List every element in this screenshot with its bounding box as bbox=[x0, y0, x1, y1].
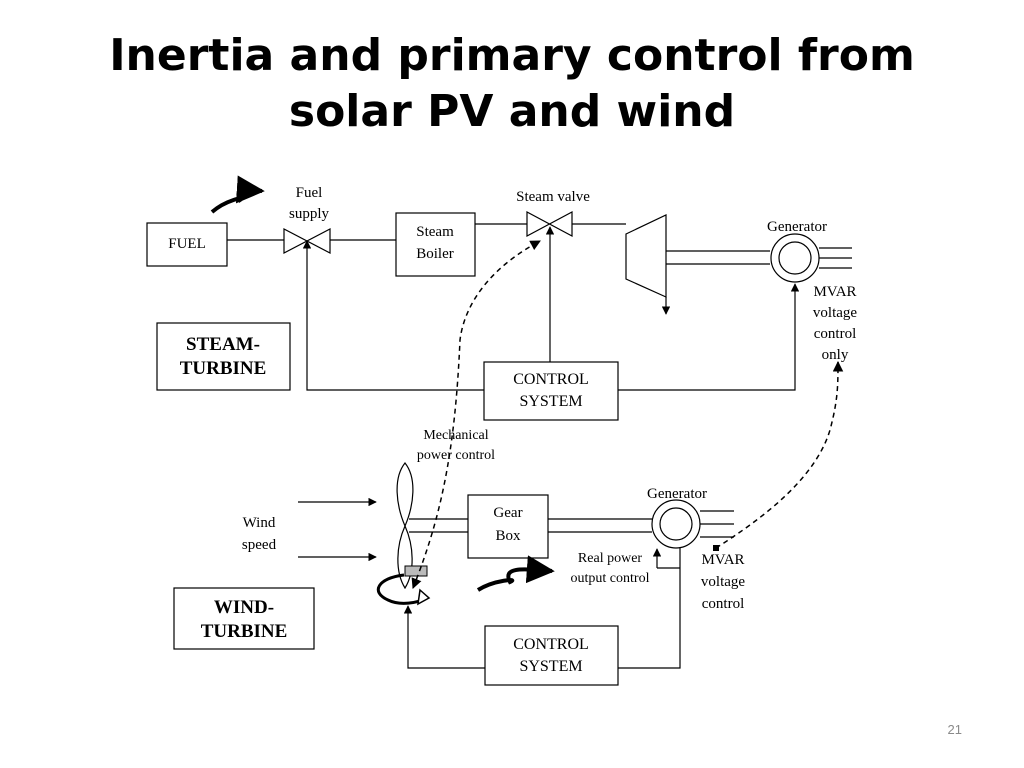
hub-block bbox=[404, 565, 428, 577]
steam-turbine-label-2: TURBINE bbox=[180, 358, 267, 379]
gear-box-label-1: Gear bbox=[493, 505, 522, 521]
steam-mvar-label-2: voltage bbox=[813, 305, 857, 321]
steam-turbine-section: FUEL Fuel supply Steam Boiler Steam valv… bbox=[146, 175, 857, 421]
real-power-label-1: Real power bbox=[578, 551, 642, 566]
steam-generator-label: Generator bbox=[767, 219, 827, 235]
mechanical-power-link bbox=[411, 240, 541, 589]
wind-control-to-rotor-line bbox=[403, 605, 485, 669]
steam-generator-inner bbox=[778, 241, 812, 275]
wind-generator-inner bbox=[659, 507, 693, 541]
wind-control-system-box bbox=[484, 625, 619, 686]
wind-mvar-label-1: MVAR bbox=[701, 552, 744, 568]
mechanical-label-1: Mechanical bbox=[423, 428, 488, 443]
rotation-arrow-icon bbox=[376, 573, 427, 605]
fuel-box-label: FUEL bbox=[168, 236, 206, 252]
steam-turbine-label-1: STEAM- bbox=[186, 334, 260, 355]
steam-mvar-label-1: MVAR bbox=[813, 284, 856, 300]
rotation-arrow-head bbox=[417, 588, 431, 606]
wind-turbine-section: Mechanical power control Wind speed Gear… bbox=[173, 428, 745, 686]
page-number: 21 bbox=[947, 722, 962, 737]
wind-turbine-label-2: TURBINE bbox=[201, 621, 288, 642]
gear-box-label-2: Box bbox=[495, 528, 521, 544]
mechanical-label-2: power control bbox=[417, 448, 495, 463]
wind-mvar-label-2: voltage bbox=[701, 574, 745, 590]
steam-mvar-label-4: only bbox=[822, 347, 849, 363]
wind-control-to-generator-line bbox=[618, 548, 681, 669]
mvar-control-link bbox=[715, 360, 844, 549]
steam-turbine-icon bbox=[625, 214, 667, 298]
steam-boiler-label-1: Steam bbox=[416, 224, 454, 240]
wind-mvar-label-3: control bbox=[702, 596, 745, 612]
steam-boiler-label-2: Boiler bbox=[416, 246, 454, 262]
wind-turbine-label-box bbox=[173, 587, 315, 650]
wind-control-label-2: SYSTEM bbox=[519, 658, 582, 675]
mvar-link-dot bbox=[713, 545, 719, 551]
steam-valve-label: Steam valve bbox=[516, 189, 590, 205]
steam-boiler-box bbox=[395, 212, 476, 277]
steam-turbine-label-box bbox=[156, 322, 291, 391]
control-to-generator-line bbox=[618, 283, 800, 391]
rotor-blade-bottom-icon bbox=[397, 524, 413, 590]
fuel-supply-label-1: Fuel bbox=[296, 185, 323, 201]
wind-control-label-1: CONTROL bbox=[513, 636, 589, 653]
steam-control-label-2: SYSTEM bbox=[519, 393, 582, 410]
real-power-label-2: output control bbox=[571, 571, 650, 586]
slide-title-line-1: Inertia and primary control from bbox=[109, 30, 915, 81]
wind-generator-label: Generator bbox=[647, 486, 707, 502]
steam-control-label-1: CONTROL bbox=[513, 371, 589, 388]
fuel-squiggle-icon bbox=[210, 175, 265, 214]
wind-turbine-label-1: WIND- bbox=[214, 597, 274, 618]
slide-title-line-2: solar PV and wind bbox=[288, 86, 736, 137]
wind-speed-label-2: speed bbox=[242, 537, 277, 553]
slide-title: Inertia and primary control from solar P… bbox=[0, 28, 1024, 140]
fuel-box bbox=[146, 222, 228, 267]
fuel-supply-label-2: supply bbox=[289, 206, 330, 222]
dashed-links bbox=[411, 240, 844, 589]
wind-speed-label-1: Wind bbox=[243, 515, 276, 531]
steam-valve-icon bbox=[526, 211, 573, 237]
steam-mvar-label-3: control bbox=[814, 326, 857, 342]
real-power-squiggle-icon bbox=[476, 555, 555, 592]
rotor-blade-top-icon bbox=[396, 462, 414, 528]
